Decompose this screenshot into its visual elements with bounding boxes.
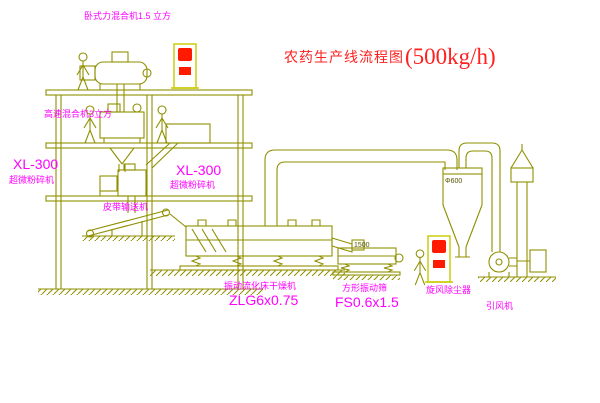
dim-screen-length: 1500 (354, 242, 370, 249)
label-dryer-model: ZLG6x0.75 (229, 292, 299, 308)
drawing-title-capacity: (500kg/h) (405, 44, 496, 69)
building-structure (38, 89, 263, 295)
label-cyclone-name: 旋风除尘器 (426, 285, 472, 295)
belt-conveyor (82, 208, 187, 241)
label-horizontal-mixer: 卧式力混合机1.5 立方 (84, 11, 172, 21)
cyclone-separator (442, 167, 483, 258)
label-mid-crusher-name: 超微粉碎机 (170, 180, 216, 190)
drawing-title: 农药生产线流程图 (500kg/h) (284, 44, 496, 70)
red-indicator (433, 260, 445, 268)
label-belt-conveyor: 皮带输送机 (103, 202, 149, 212)
red-indicator (179, 67, 191, 75)
worker-figures (76, 52, 427, 286)
feed-hopper (145, 123, 211, 169)
label-dryer-name: 振动流化床干燥机 (224, 281, 297, 291)
exhaust-stack (510, 144, 534, 277)
drawing-title-text: 农药生产线流程图 (284, 51, 404, 66)
control-cabinet-right (425, 235, 453, 283)
horizontal-mixer (79, 51, 152, 112)
exhaust-duct (264, 149, 458, 226)
worker-icon (76, 52, 90, 91)
label-left-crusher-model: XL-300 (13, 156, 59, 172)
dim-cyclone-diameter: Φ600 (445, 178, 463, 185)
label-fan-name: 引风机 (486, 301, 514, 311)
label-screen-model: FS0.6x1.5 (335, 294, 399, 310)
control-cabinet-top (171, 43, 199, 89)
label-screen-name: 方形振动筛 (342, 283, 388, 293)
fan-inlet-duct (458, 142, 501, 252)
high-speed-mixer (99, 103, 145, 172)
vibrating-screen (331, 237, 404, 280)
red-display (178, 48, 192, 61)
label-left-crusher-name: 超微粉碎机 (9, 175, 55, 185)
label-high-speed-mixer: 高速混合机3立方 (44, 109, 113, 119)
worker-icon (413, 249, 427, 286)
crusher-xl300 (99, 163, 147, 213)
red-display (432, 240, 446, 253)
fluid-bed-dryer (150, 219, 345, 276)
label-mid-crusher-model: XL-300 (176, 162, 222, 178)
